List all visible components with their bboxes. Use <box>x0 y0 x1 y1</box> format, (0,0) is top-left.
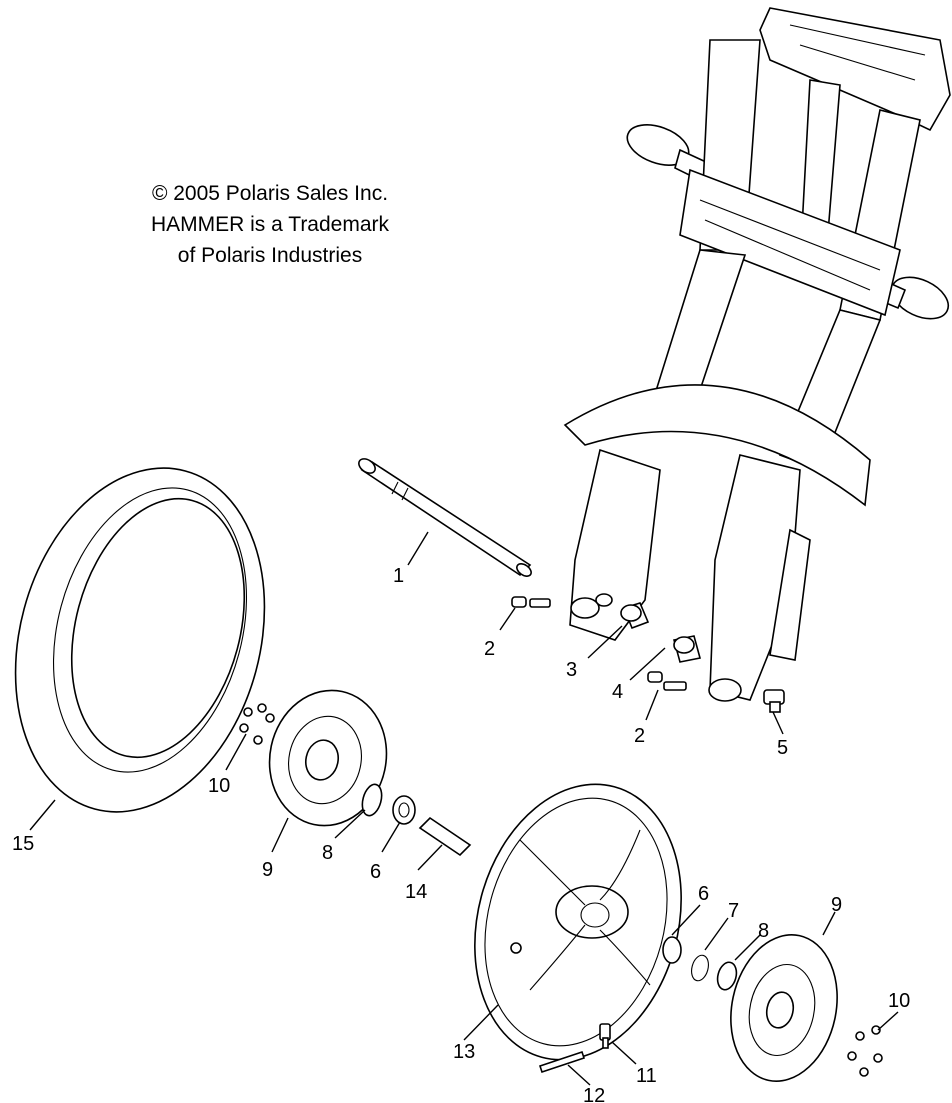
callout-6-right: 6 <box>698 883 709 905</box>
callout-2-lower: 2 <box>634 725 645 747</box>
callout-9-right: 9 <box>831 894 842 916</box>
callout-11: 11 <box>636 1065 657 1087</box>
callout-5: 5 <box>777 737 788 759</box>
callout-8-right: 8 <box>758 920 769 942</box>
front-fork-assembly <box>563 7 951 702</box>
callout-9-left: 9 <box>262 859 273 881</box>
callout-3: 3 <box>566 659 577 681</box>
callout-8-left: 8 <box>322 842 333 864</box>
callout-10-left: 10 <box>208 775 230 797</box>
wheel-part <box>474 783 682 1061</box>
tire-part <box>14 467 266 813</box>
right-bearing-stack <box>662 936 738 991</box>
callout-4: 4 <box>612 681 623 703</box>
valve-and-weight <box>538 1023 611 1074</box>
left-brake-disc-part <box>239 689 388 827</box>
callout-7: 7 <box>728 900 739 922</box>
right-brake-disc-part <box>730 934 883 1082</box>
callout-15: 15 <box>12 833 34 855</box>
copyright-line-1: © 2005 Polaris Sales Inc. <box>151 182 389 205</box>
axle-part <box>358 458 532 577</box>
copyright-notice: © 2005 Polaris Sales Inc. HAMMER is a Tr… <box>120 178 420 271</box>
copyright-line-3: of Polaris Industries <box>177 244 363 267</box>
callout-leaders <box>29 531 899 1086</box>
callout-6-left: 6 <box>370 861 381 883</box>
callout-1: 1 <box>393 565 404 587</box>
callout-10-right: 10 <box>888 990 910 1012</box>
callout-2-upper: 2 <box>484 638 495 660</box>
callout-14: 14 <box>405 881 427 903</box>
small-hardware <box>511 596 785 713</box>
callout-13: 13 <box>453 1041 475 1063</box>
callout-numbers: 1 2 3 4 2 5 10 15 9 8 6 14 13 6 7 8 9 10… <box>12 565 910 1103</box>
left-bearing-stack <box>361 783 472 857</box>
callout-12: 12 <box>583 1085 605 1103</box>
copyright-line-2: HAMMER is a Trademark <box>150 213 390 236</box>
